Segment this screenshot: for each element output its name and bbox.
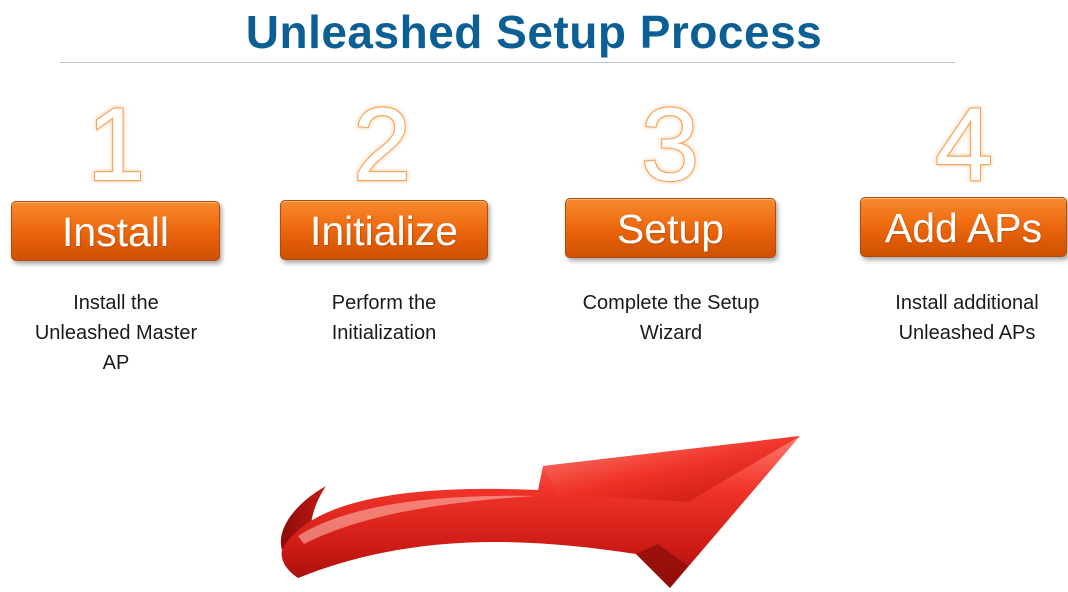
step-description-2: Perform the Initialization: [331, 292, 437, 344]
svg-text:3: 3: [641, 87, 699, 203]
page-title: Unleashed Setup Process: [245, 6, 823, 58]
install-button[interactable]: Install: [11, 201, 220, 261]
step-description-4: Install additional Unleashed APs: [895, 292, 1039, 344]
step-number-3: 3: [640, 86, 700, 204]
svg-text:1: 1: [87, 87, 145, 203]
curved-arrow-icon: [280, 436, 801, 588]
svg-text:4: 4: [935, 87, 993, 203]
step-number-4: 4: [934, 86, 994, 204]
step-number-2: 2: [352, 86, 412, 204]
step-description-3: Complete the Setup Wizard: [582, 292, 760, 344]
svg-text:2: 2: [353, 87, 411, 203]
step-description-1: Install the Unleashed Master AP: [34, 292, 198, 374]
step-number-1: 1: [86, 86, 146, 204]
add-aps-button[interactable]: Add APs: [860, 197, 1067, 257]
setup-button[interactable]: Setup: [565, 198, 776, 258]
title-divider: [60, 62, 955, 63]
initialize-button[interactable]: Initialize: [280, 200, 488, 260]
